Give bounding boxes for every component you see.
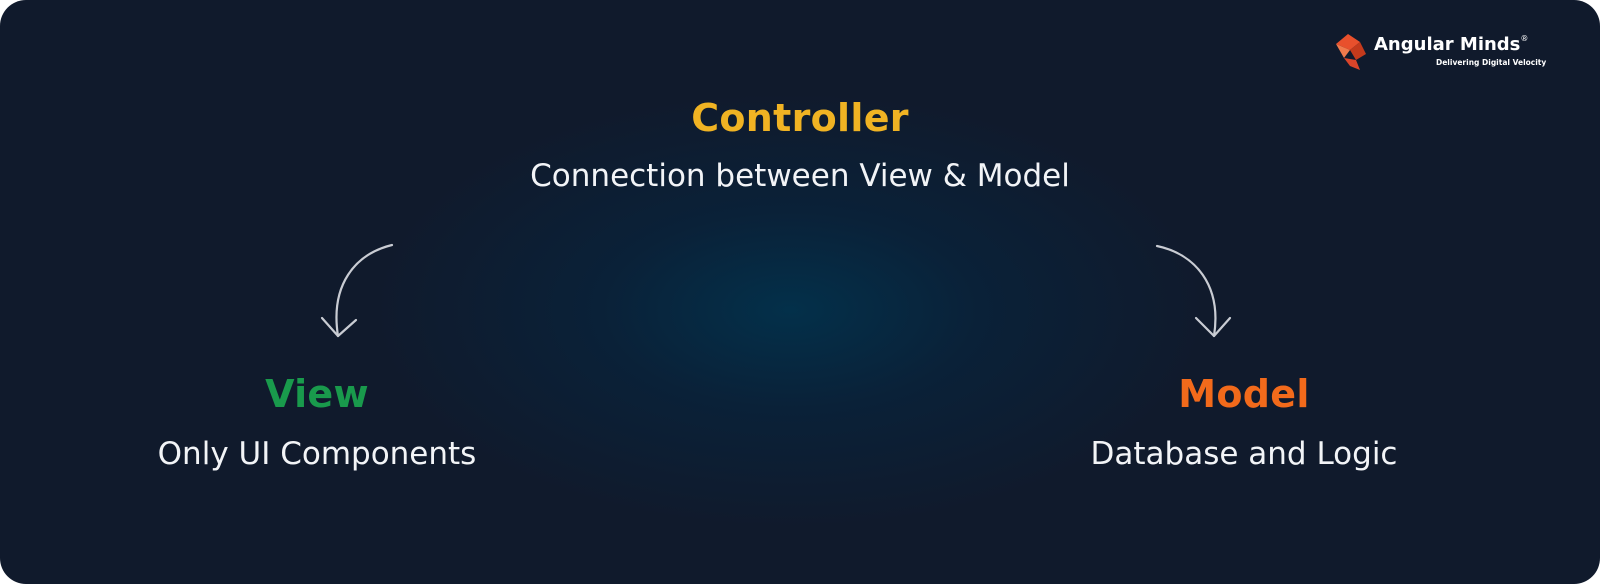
model-description: Database and Logic bbox=[1090, 436, 1398, 472]
brand-tagline: Delivering Digital Velocity bbox=[1436, 58, 1547, 67]
angular-minds-logo-icon bbox=[1336, 34, 1366, 70]
view-description: Only UI Components bbox=[157, 436, 477, 472]
arrow-controller-to-model bbox=[1155, 244, 1232, 338]
registered-mark: ® bbox=[1520, 34, 1529, 43]
view-title: View bbox=[265, 372, 369, 416]
arrow-controller-to-view bbox=[320, 243, 394, 338]
controller-description: Connection between View & Model bbox=[530, 158, 1070, 194]
brand-logo: Angular Minds® Delivering Digital Veloci… bbox=[1330, 30, 1580, 74]
model-title: Model bbox=[1178, 372, 1310, 416]
controller-title: Controller bbox=[691, 96, 909, 140]
brand-name: Angular Minds® bbox=[1374, 34, 1529, 55]
